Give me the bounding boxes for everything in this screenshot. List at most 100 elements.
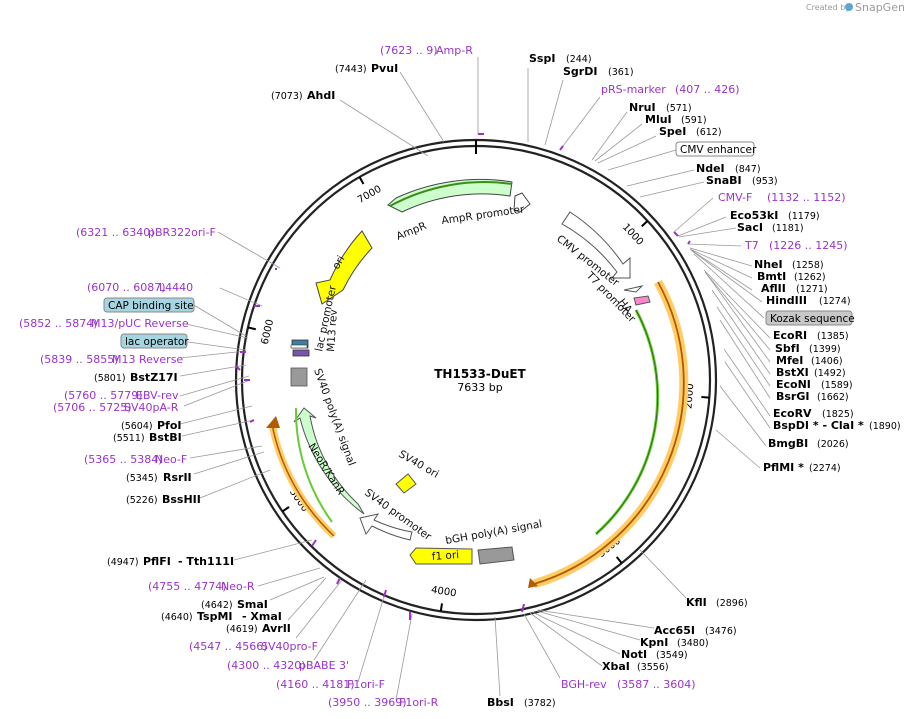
- site-kfli: KflI: [686, 596, 707, 609]
- primer-f1orif-pos: (4160 .. 4181): [276, 678, 355, 691]
- primer-marks: [235, 133, 691, 620]
- primer-f1orir-name: F1ori-R: [399, 696, 439, 709]
- primer-ebvrev-name: EBV-rev: [136, 389, 179, 402]
- primer-cmvf-name: CMV-F: [718, 191, 752, 204]
- site-avrii-pos: (4619): [226, 624, 258, 635]
- site-econi-pos: (1589): [821, 380, 853, 391]
- primer-pbr322-name: pBR322ori-F: [148, 226, 216, 239]
- site-bstxi-pos: (1492): [814, 368, 846, 379]
- primer-t7-name: T7: [744, 239, 759, 252]
- sv40-polya-feature: [294, 407, 333, 523]
- tick-label: 4000: [430, 585, 457, 600]
- site-tth111i: - Tth111I: [178, 555, 234, 568]
- site-spei: SpeI: [659, 125, 686, 138]
- primer-pbr322-pos: (6321 .. 6340): [76, 226, 155, 239]
- primer-sv40pa-name: SV40pA-R: [124, 401, 179, 414]
- site-bmgbi: BmgBI: [768, 437, 808, 450]
- site-pfoi: PfoI: [157, 419, 182, 432]
- site-snabi: SnaBI: [706, 174, 742, 187]
- site-xbai: XbaI: [602, 660, 630, 673]
- primer-neor-name: Neo-R: [221, 580, 255, 593]
- tick-mark: [439, 603, 443, 612]
- site-bstbi: BstBI: [149, 431, 182, 444]
- primer-m13puc-pos: (5852 .. 5874): [19, 317, 98, 330]
- plasmid-name: TH1533-DuET: [434, 367, 526, 381]
- site-bbsi-pos: (3782): [524, 698, 556, 709]
- site-pvui-pos: (7443): [335, 64, 367, 75]
- label-ampr: AmpR: [395, 220, 429, 243]
- cap-site-block: [290, 367, 308, 387]
- label-sv40-ori: SV40 ori: [397, 448, 441, 481]
- primer-l4440-pos: (6070 .. 6087): [87, 281, 166, 294]
- site-pvui: PvuI: [371, 62, 398, 75]
- site-ecori-pos: (1385): [817, 331, 849, 342]
- site-acc65i-pos: (3476): [705, 626, 737, 637]
- primer-l4440-name: L4440: [159, 281, 193, 294]
- m13-rev-block: [292, 349, 310, 357]
- ha-feature: [633, 295, 651, 306]
- site-smai-pos: (4642): [201, 600, 233, 611]
- site-ndei-pos: (847): [735, 164, 761, 175]
- primer-ampr-pos: (7623 .. 9): [380, 44, 438, 57]
- snapgene-logo-icon: [845, 3, 853, 11]
- tick-label: 6000: [260, 318, 276, 345]
- label-ori: ori: [330, 254, 347, 272]
- site-saci: SacI: [737, 221, 763, 234]
- insert-orf-feature: [532, 279, 689, 589]
- site-nhei-pos: (1258): [792, 260, 824, 271]
- site-eco53ki: Eco53kI: [730, 209, 778, 222]
- sv40-promoter-feature: [359, 513, 413, 541]
- site-acc65i: Acc65I: [654, 624, 695, 637]
- site-eco53ki-pos: (1179): [788, 211, 820, 222]
- site-nhei: NheI: [754, 258, 783, 271]
- tick-mark: [358, 176, 365, 185]
- site-bmti: BmtI: [757, 270, 786, 283]
- feature-arcs: [266, 178, 689, 589]
- site-bstbi-pos: (5511): [113, 433, 145, 444]
- site-mlui: MluI: [645, 113, 672, 126]
- neor-orf-arrowhead: [266, 416, 280, 428]
- primer-m13rev-name: M13 Reverse: [112, 353, 183, 366]
- site-smai: SmaI: [237, 598, 268, 611]
- cmv-enhancer-label: CMV enhancer: [680, 144, 757, 156]
- lac-operator-box: [120, 333, 188, 349]
- site-ecorv: EcoRV: [773, 407, 812, 420]
- site-snabi-pos: (953): [752, 176, 778, 187]
- primer-prs-name: pRS-marker: [601, 83, 666, 96]
- ampr-orf-line: [389, 181, 513, 207]
- site-bsrgi: BsrGI: [776, 390, 809, 403]
- site-xbai-pos: (3556): [637, 662, 669, 673]
- site-hindiii: HindIII: [766, 294, 807, 307]
- snapgene-brand: SnapGene: [855, 1, 904, 14]
- neor-orf-line: [271, 423, 335, 537]
- site-pflmi-pos: (2274): [809, 463, 841, 474]
- primer-ampr-name: Amp-R: [436, 44, 473, 57]
- created-by-text: Created by: [806, 3, 850, 12]
- primer-sv40pro-name: SV40pro-F: [261, 640, 318, 653]
- cap-binding-box: [103, 297, 195, 313]
- site-econi: EcoNI: [776, 378, 811, 391]
- f1-ori-feature: [409, 547, 473, 565]
- inner-orf-line: [595, 309, 659, 535]
- site-bsshii-pos: (5226): [126, 495, 158, 506]
- site-ecori: EcoRI: [773, 329, 807, 342]
- site-noti-pos: (3549): [656, 650, 688, 661]
- site-rsrii: RsrII: [163, 471, 192, 484]
- label-m13-rev: M13 rev: [325, 309, 340, 352]
- cap-binding-label: CAP binding site: [108, 300, 194, 312]
- site-bspdi-clai: BspDI * - ClaI *: [773, 419, 864, 432]
- cmv-promoter-feature: [561, 211, 631, 279]
- site-bstz17i: BstZ17I: [130, 371, 178, 384]
- primer-m13rev-pos: (5839 .. 5855): [40, 353, 119, 366]
- primer-sv40pa-pos: (5706 .. 5725): [53, 401, 132, 414]
- site-kfli-pos: (2896): [716, 598, 748, 609]
- tick-label: 7000: [356, 184, 384, 206]
- bgh-polya-feature: [477, 546, 515, 565]
- kozak-label: Kozak sequence: [770, 313, 855, 325]
- primer-prs-pos: (407 .. 426): [675, 83, 740, 96]
- site-hindiii-pos: (1274): [819, 296, 851, 307]
- label-ampr-promoter: AmpR promoter: [441, 203, 526, 227]
- plasmid-center-label: TH1533-DuET 7633 bp: [434, 367, 526, 394]
- primer-f1orif-name: F1ori-F: [347, 678, 385, 691]
- site-bmgbi-pos: (2026): [817, 439, 849, 450]
